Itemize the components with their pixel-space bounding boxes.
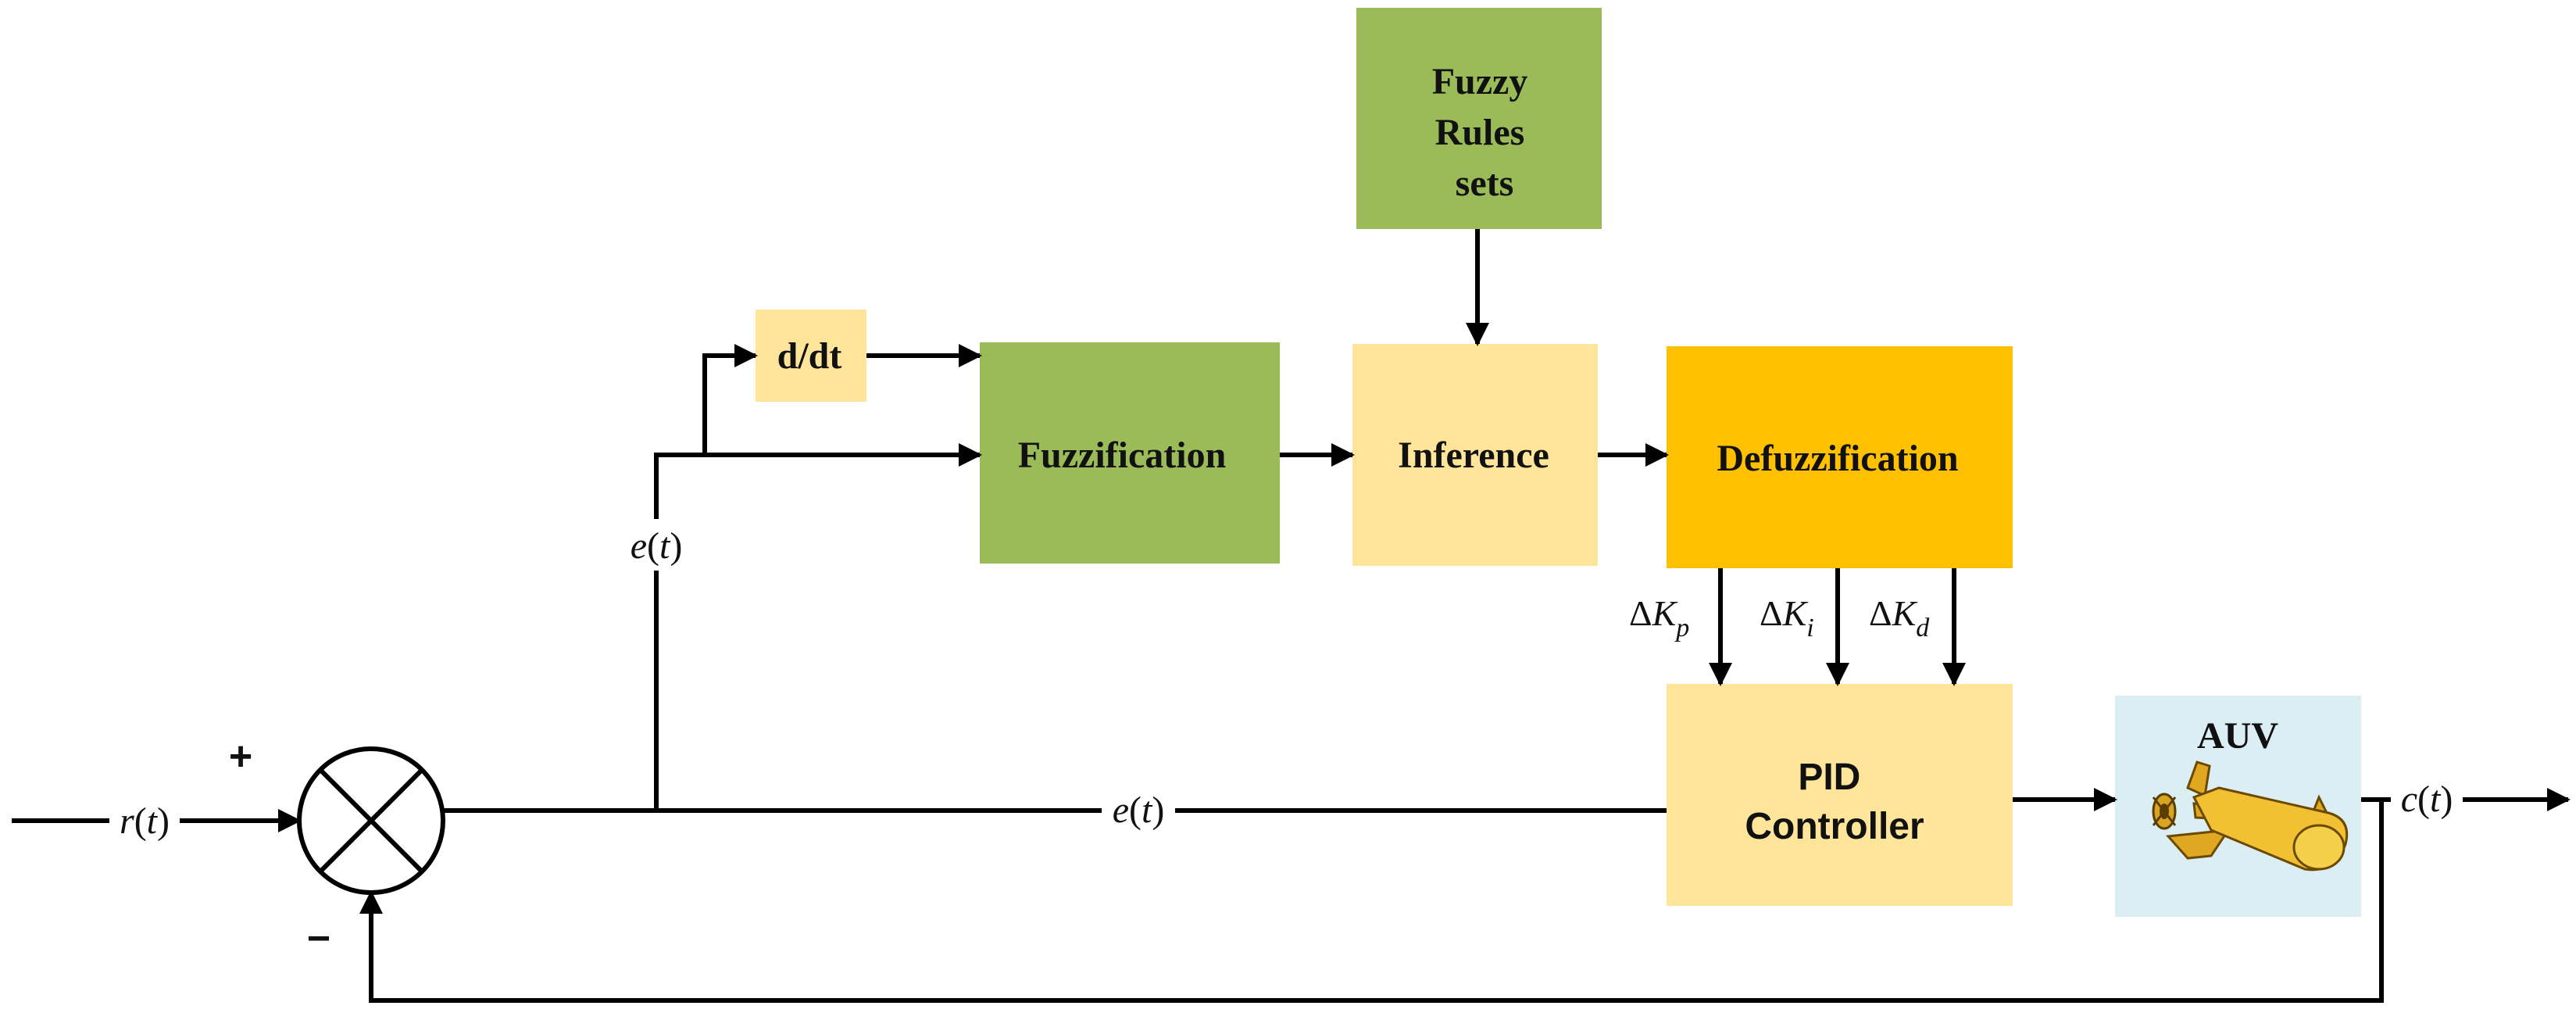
auv-vehicle-illustration (2152, 761, 2349, 871)
fuzzification-label: Fuzzification (1018, 435, 1227, 476)
fuzzy-rules-label: Fuzzy Rules sets (1432, 61, 1538, 204)
error-main-label-background (1102, 783, 1175, 835)
output-signal-label: c(t) (2401, 778, 2453, 820)
summing-plus-sign: + (229, 734, 252, 779)
fuzzy-rules-block (1356, 8, 1602, 229)
delta-ki-label: ΔKi (1760, 593, 1814, 642)
reference-label-background (109, 794, 180, 846)
delta-kd-label: ΔKd (1869, 593, 1930, 642)
pid-controller-label: PID Controller (1745, 757, 1924, 847)
output-label-background (2391, 772, 2463, 824)
inference-block (1352, 344, 1598, 566)
error-branch-label-background (620, 519, 693, 571)
derivative-input-wire (702, 344, 758, 455)
inference-label: Inference (1398, 435, 1549, 476)
fuzzification-block (980, 342, 1280, 564)
error-branch-signal-label: e(t) (631, 525, 683, 567)
derivative-block (756, 310, 866, 402)
error-main-signal-label: e(t) (1113, 789, 1165, 831)
reference-signal-label: r(t) (120, 800, 170, 842)
feedback-wire (359, 800, 2384, 1003)
derivative-label: d/dt (777, 335, 842, 377)
summing-junction (297, 746, 445, 895)
defuzzification-block (1667, 346, 2013, 568)
delta-kp-label: ΔKp (1629, 593, 1689, 642)
pid-controller-block (1667, 684, 2013, 906)
defuzzification-label: Defuzzification (1717, 438, 1958, 479)
error-branch-wire (654, 443, 982, 811)
auv-label: AUV (2197, 715, 2278, 757)
summing-minus-sign: − (307, 916, 330, 961)
